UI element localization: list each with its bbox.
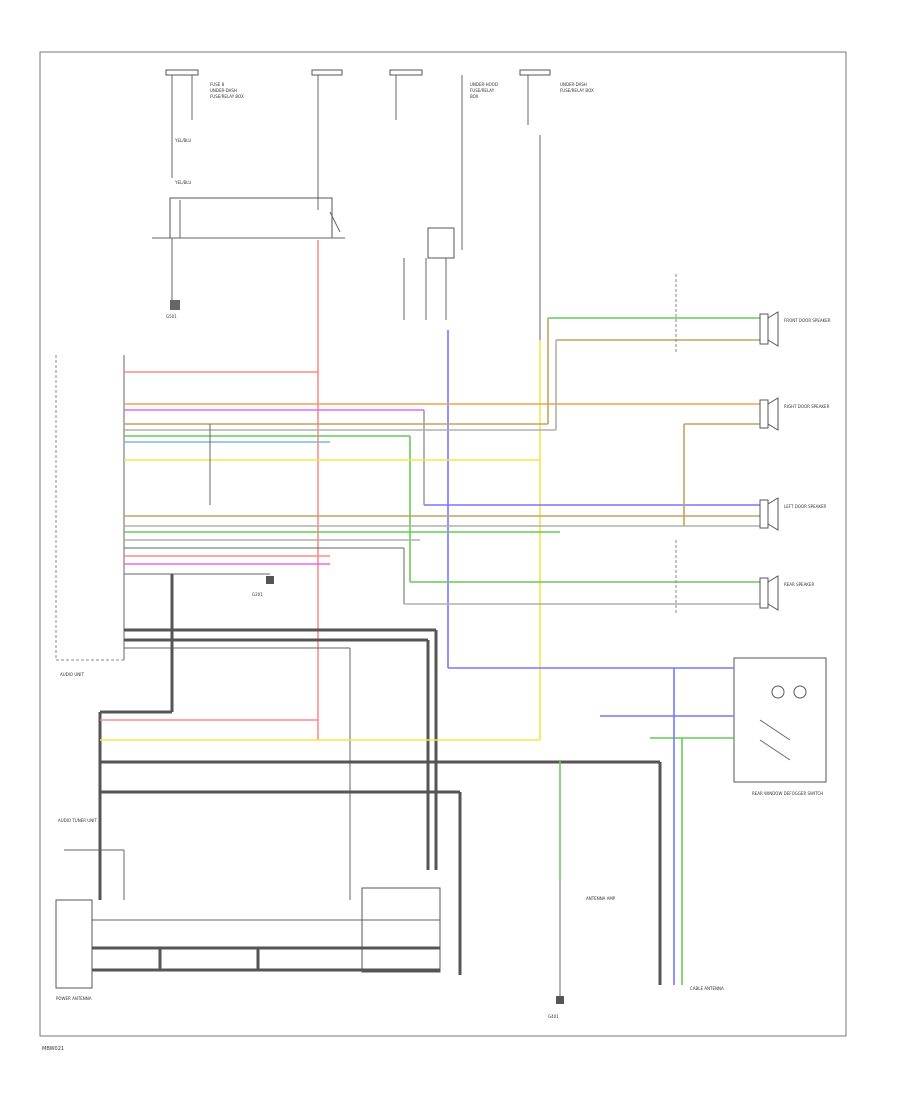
- front-door-speaker-label: FRONT DOOR SPEAKER: [784, 318, 831, 323]
- power-antenna-label: POWER ANTENNA: [56, 996, 92, 1001]
- diagram-frame: [39, 51, 847, 1037]
- footer-code: MBW021: [42, 1046, 64, 1052]
- rear-speaker: REAR SPEAKER: [759, 575, 814, 611]
- ground-symbol-center: [266, 576, 274, 584]
- ground-symbol-speaker: [556, 996, 564, 1004]
- left-door-speaker-label: LEFT DOOR SPEAKER: [784, 504, 826, 509]
- svg-text:FUSE/RELAY BOX: FUSE/RELAY BOX: [560, 88, 594, 93]
- svg-text:FUSE 8: FUSE 8: [210, 82, 225, 87]
- fuse-area-right: UNDER-DASH FUSE/RELAY BOX: [519, 69, 594, 460]
- svg-text:FUSE/RELAY BOX: FUSE/RELAY BOX: [210, 94, 244, 99]
- audio-unit-label: AUDIO UNIT: [60, 672, 84, 677]
- svg-text:YEL/BLU: YEL/BLU: [174, 180, 191, 185]
- tuner-module-box: [361, 887, 441, 973]
- front-door-speaker: FRONT DOOR SPEAKER: [759, 311, 831, 347]
- right-door-speaker: RIGHT DOOR SPEAKER: [759, 397, 830, 431]
- right-door-speaker-label: RIGHT DOOR SPEAKER: [784, 404, 830, 409]
- svg-text:FUSE/RELAY: FUSE/RELAY: [470, 88, 495, 93]
- svg-text:BOX: BOX: [470, 94, 479, 99]
- defogger-label: REAR WINDOW DEFOGGER SWITCH: [752, 791, 823, 796]
- svg-text:UNDER-HOOD: UNDER-HOOD: [470, 82, 498, 87]
- svg-text:UNDER-DASH: UNDER-DASH: [560, 82, 587, 87]
- left-door-speaker: LEFT DOOR SPEAKER: [759, 497, 826, 531]
- fuse-area-center: UNDER-HOOD FUSE/RELAY BOX: [311, 69, 498, 250]
- relay-box: [427, 227, 455, 259]
- svg-text:UNDER-DASH: UNDER-DASH: [210, 88, 237, 93]
- antenna-amp-label: ANTENNA AMP: [586, 896, 616, 901]
- ground-label-speaker: G401: [548, 1014, 559, 1019]
- cable-antenna-label: CABLE ANTENNA: [690, 986, 724, 991]
- ignition-switch-box: [169, 197, 333, 239]
- audio-tuner-label: AUDIO TUNER UNIT: [58, 818, 97, 823]
- audio-unit-block: AUDIO UNIT: [55, 355, 125, 677]
- rear-window-defogger-switch: REAR WINDOW DEFOGGER SWITCH: [733, 657, 827, 796]
- ground-label-center: G201: [252, 592, 263, 597]
- power-antenna-unit: POWER ANTENNA: [55, 899, 93, 1001]
- rear-speaker-label: REAR SPEAKER: [784, 582, 814, 587]
- ground-label-top: G501: [166, 314, 177, 319]
- fuse-area-left: FUSE 8 UNDER-DASH FUSE/RELAY BOX YEL/BLU…: [165, 69, 244, 185]
- svg-text:YEL/BLU: YEL/BLU: [174, 138, 191, 143]
- ground-symbol-top: [170, 300, 180, 310]
